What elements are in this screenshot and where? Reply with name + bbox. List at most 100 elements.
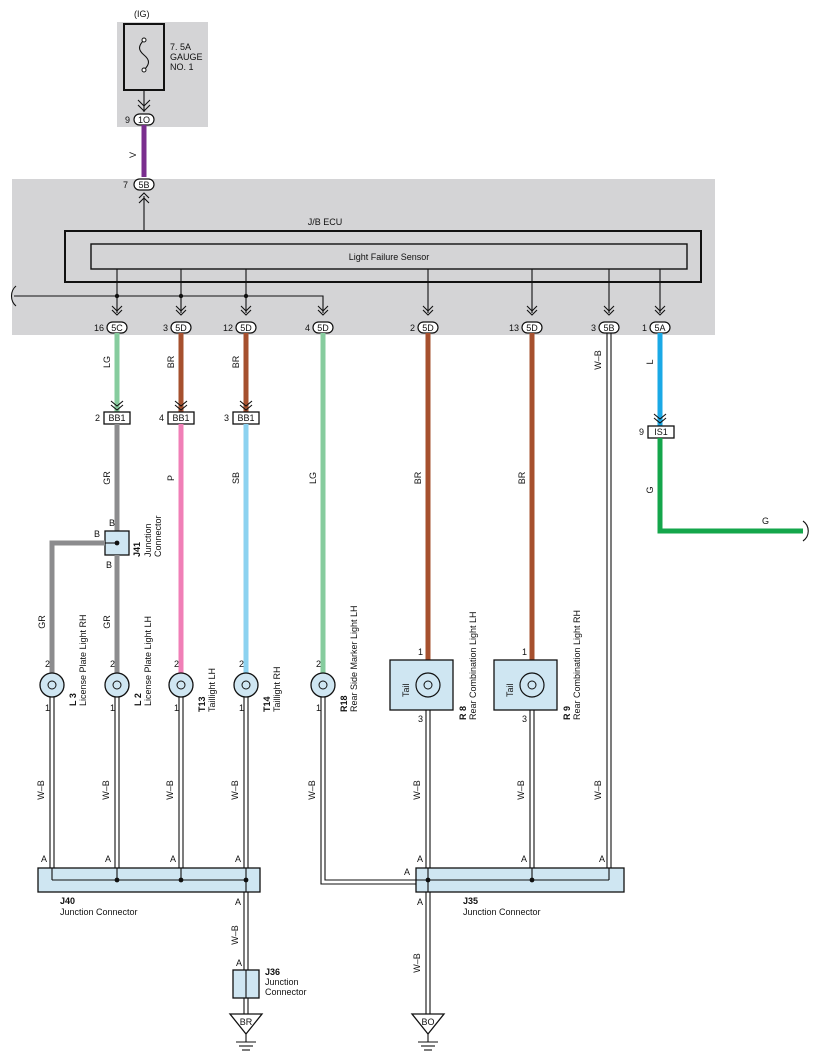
svg-text:4: 4 xyxy=(159,413,164,423)
lamp-r9: Tail 1 3 R 9 Rear Combination Light RH xyxy=(493,610,582,724)
svg-text:5A: 5A xyxy=(654,323,665,333)
wire-wb-right-top-label: W–B xyxy=(593,350,603,370)
j40-name: Junction Connector xyxy=(60,907,138,917)
wb-label-l2: W–B xyxy=(101,780,111,800)
svg-text:BB1: BB1 xyxy=(172,413,189,423)
chevron-o1 xyxy=(111,305,123,316)
svg-text:BB1: BB1 xyxy=(108,413,125,423)
svg-text:5D: 5D xyxy=(317,323,329,333)
svg-text:1: 1 xyxy=(316,703,321,713)
svg-text:5D: 5D xyxy=(240,323,252,333)
svg-text:T13: T13 xyxy=(197,696,207,712)
j35-pin-right: A xyxy=(599,854,605,864)
ecu-break-mark xyxy=(10,285,17,307)
svg-text:3: 3 xyxy=(163,323,168,333)
ecu-panel xyxy=(12,179,715,335)
svg-text:T14: T14 xyxy=(262,696,272,712)
ecu-output-8: 5A 1 xyxy=(642,321,671,334)
svg-text:3: 3 xyxy=(418,714,423,724)
j36-pin: A xyxy=(236,958,242,968)
wire-g-label: G xyxy=(645,486,655,493)
svg-text:2: 2 xyxy=(239,659,244,669)
wire-br-3-label: BR xyxy=(413,471,423,484)
j36-name-1: Junction xyxy=(265,977,299,987)
lamp-t14: 2 1 T14 Taillight RH xyxy=(233,659,282,713)
j40-pin-3: A xyxy=(170,854,176,864)
lamp-r18: 2 1 R18 Rear Side Marker Light LH xyxy=(310,605,359,713)
wire-sb-label: SB xyxy=(231,472,241,484)
chevron-o8 xyxy=(654,305,666,316)
wire-gr-down-label: GR xyxy=(102,615,112,629)
wire-lg-1-label: LG xyxy=(102,356,112,368)
svg-text:5D: 5D xyxy=(526,323,538,333)
j41-id: J41 xyxy=(132,542,142,557)
fuse-connector-pin: 9 xyxy=(125,115,130,125)
bb1-chevron-1 xyxy=(110,400,124,411)
svg-text:4: 4 xyxy=(305,323,310,333)
j41-pin-top: B xyxy=(109,518,115,528)
svg-text:R18: R18 xyxy=(339,695,349,712)
wb-label-r8: W–B xyxy=(412,780,422,800)
lamp-r8: Tail 1 3 R 8 Rear Combination Light LH xyxy=(389,611,478,724)
j35-pin-3: A xyxy=(521,854,527,864)
svg-text:R 9: R 9 xyxy=(562,706,572,720)
svg-text:Tail: Tail xyxy=(401,683,411,697)
j40-id: J40 xyxy=(60,896,75,906)
wb-wires xyxy=(49,697,535,1014)
j36-name-2: Connector xyxy=(265,987,307,997)
j35-name: Junction Connector xyxy=(463,907,541,917)
bb1-connector-2: BB1 4 xyxy=(159,411,195,425)
bb1-chevron-3 xyxy=(239,400,253,411)
wb-label-j35-down: W–B xyxy=(412,953,422,973)
svg-text:R 8: R 8 xyxy=(458,706,468,720)
j35-pin-4: A xyxy=(417,897,423,907)
svg-text:BR: BR xyxy=(240,1017,253,1027)
ecu-output-2: 5D 3 xyxy=(163,321,192,334)
svg-text:2: 2 xyxy=(45,659,50,669)
ecu-output-7: 5B 3 xyxy=(591,321,620,334)
j35-pin-1: A xyxy=(404,867,410,877)
wire-gr-1-label: GR xyxy=(102,471,112,485)
svg-text:BB1: BB1 xyxy=(237,413,254,423)
svg-text:3: 3 xyxy=(224,413,229,423)
fuse-name-1: GAUGE xyxy=(170,52,203,62)
fuse-connector-label: 1O xyxy=(138,115,150,125)
j36-id: J36 xyxy=(265,967,280,977)
svg-text:1: 1 xyxy=(418,647,423,657)
fuse-chevron xyxy=(137,99,151,112)
is1-chevron xyxy=(653,413,667,424)
j40-pin-2: A xyxy=(105,854,111,864)
svg-text:License Plate Light RH: License Plate Light RH xyxy=(78,614,88,706)
j40-pin-4: A xyxy=(235,854,241,864)
fuse-terminal-bottom xyxy=(141,67,147,73)
svg-text:3: 3 xyxy=(591,323,596,333)
light-failure-sensor-box xyxy=(90,243,688,270)
ecu-junction-3 xyxy=(243,293,249,299)
ecu-input-connector xyxy=(133,178,155,191)
wire-v-label: V xyxy=(128,152,138,158)
svg-text:Taillight LH: Taillight LH xyxy=(207,668,217,712)
lamp-t13: 2 1 T13 Taillight LH xyxy=(168,659,217,713)
wire-g-right-label: G xyxy=(762,516,769,526)
ground-right: BO xyxy=(410,1013,446,1051)
svg-text:5C: 5C xyxy=(111,323,123,333)
svg-text:5D: 5D xyxy=(422,323,434,333)
svg-text:BO: BO xyxy=(421,1017,434,1027)
svg-text:Rear Combination Light RH: Rear Combination Light RH xyxy=(572,610,582,720)
svg-text:1: 1 xyxy=(110,703,115,713)
j41-name-1: Junction xyxy=(143,523,153,557)
svg-text:2: 2 xyxy=(95,413,100,423)
j35-pin-2: A xyxy=(417,854,423,864)
wire-br-2-label: BR xyxy=(231,355,241,368)
wire-br-1-label: BR xyxy=(166,355,176,368)
ecu-title: J/B ECU xyxy=(308,217,343,227)
fuse-amp: 7. 5A xyxy=(170,42,191,52)
chevron-o7 xyxy=(603,305,615,316)
svg-text:Rear Side Marker Light LH: Rear Side Marker Light LH xyxy=(349,605,359,712)
svg-text:Taillight RH: Taillight RH xyxy=(272,666,282,712)
chevron-o5 xyxy=(422,305,434,316)
svg-text:5B: 5B xyxy=(603,323,614,333)
bb1-chevron-2 xyxy=(174,400,188,411)
svg-text:1: 1 xyxy=(174,703,179,713)
j35-id: J35 xyxy=(463,896,478,906)
